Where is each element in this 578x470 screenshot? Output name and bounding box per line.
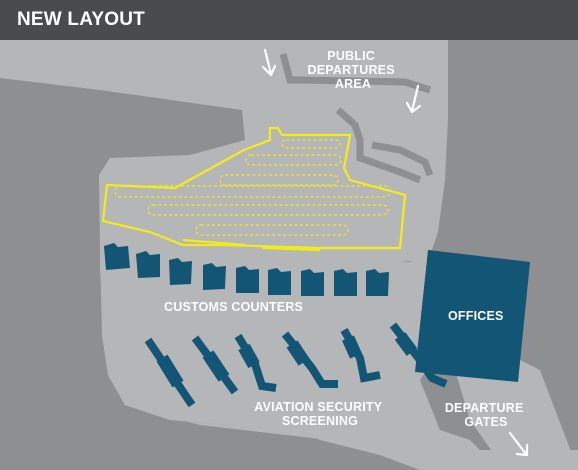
- security-lane-4: [281, 331, 338, 388]
- main-hall-floor: [99, 40, 578, 470]
- customs-counters: [104, 243, 389, 296]
- customs-counter-1: [104, 243, 130, 270]
- arrow-down-right-icon: [508, 431, 529, 457]
- aviation-security-label: AVIATION SECURITY SCREENING: [254, 400, 385, 428]
- security-lane-5: [340, 328, 381, 383]
- floor-plan-map: PUBLIC DEPARTURES AREA CUSTOMS COUNTERS …: [0, 40, 578, 470]
- customs-counter-3: [169, 258, 192, 285]
- queue-boundary: [101, 126, 407, 250]
- queue-lane-4: [114, 185, 391, 198]
- top-left-floor: [0, 40, 250, 110]
- arrow-down-right-icon: [405, 84, 422, 114]
- departure-gates-label: DEPARTURE GATES: [445, 401, 527, 429]
- gates-corridor-floor: [455, 360, 578, 470]
- customs-counter-2: [136, 251, 160, 278]
- header-bar: NEW LAYOUT: [0, 0, 578, 40]
- corridor-wall-2: [335, 107, 422, 184]
- customs-counter-7: [301, 269, 324, 296]
- security-lane-1: [144, 337, 196, 408]
- customs-counter-5: [236, 266, 259, 293]
- offices-block: [415, 250, 530, 382]
- page-title: NEW LAYOUT: [17, 9, 145, 30]
- queue-lane-5: [147, 204, 389, 216]
- corridor-wall-3: [371, 141, 434, 177]
- offices-label: OFFICES: [448, 309, 504, 323]
- queue-lanes: [114, 139, 391, 236]
- arrow-down-right-icon: [261, 48, 277, 77]
- customs-counter-4: [203, 263, 226, 290]
- public-departures-label: PUBLIC DEPARTURES AREA: [308, 49, 399, 91]
- customs-counter-6: [268, 268, 291, 295]
- corridor-wall-1: [279, 53, 432, 94]
- queue-lane-1: [281, 139, 341, 149]
- customs-counter-8: [334, 269, 357, 296]
- queue-lane-6: [195, 224, 349, 236]
- queue-area: [101, 126, 407, 252]
- security-lane-6: [389, 322, 448, 388]
- queue-lane-2: [245, 154, 342, 166]
- customs-counters-label: CUSTOMS COUNTERS: [164, 300, 303, 314]
- customs-counter-9: [366, 269, 389, 296]
- queue-lane-3: [219, 174, 339, 186]
- queue-barrier-1: [182, 238, 246, 247]
- security-lanes: [144, 322, 448, 408]
- right-corridor-floor: [410, 118, 448, 250]
- corridor-walls: [279, 53, 434, 184]
- security-lane-2: [191, 335, 239, 395]
- security-lane-3: [234, 333, 277, 392]
- queue-barrier-2: [261, 246, 321, 252]
